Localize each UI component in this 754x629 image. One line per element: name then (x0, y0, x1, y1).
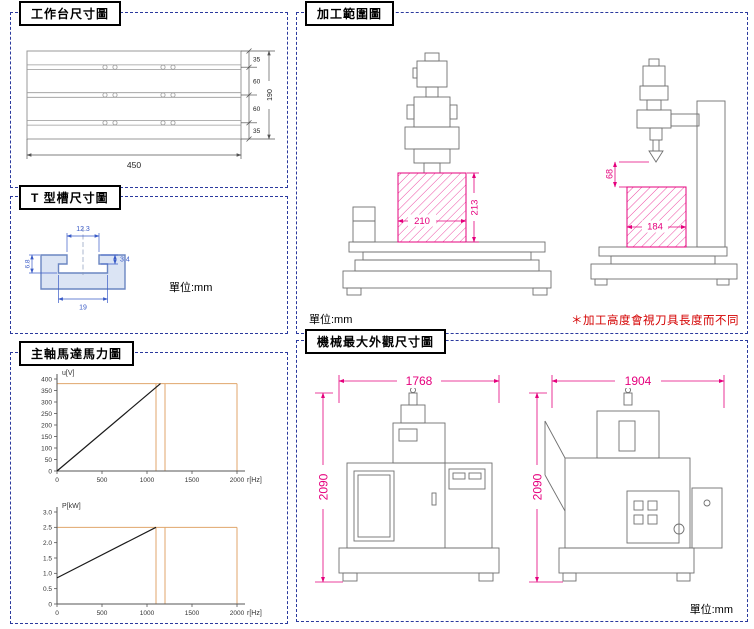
power-frequency-chart: 0 0.5 1.0 1.5 2.0 2.5 3.0 0 500 1000 1500 2000 P[kW]… (19, 498, 287, 629)
svg-text:0: 0 (55, 477, 59, 484)
svg-text:200: 200 (41, 422, 52, 429)
machine-outline-drawing: 1768 2090 (315, 374, 725, 583)
dim-total-label-bg (262, 81, 276, 109)
outline-unit-label: 單位:mm (689, 604, 733, 616)
svg-text:0: 0 (48, 601, 52, 608)
panel-machine-outline: 機械最大外觀尺寸圖 (296, 329, 748, 622)
svg-text:500: 500 (97, 610, 108, 617)
svg-text:u[V]: u[V] (62, 370, 75, 377)
svg-text:1.0: 1.0 (43, 571, 52, 578)
svg-text:150: 150 (41, 434, 52, 441)
front-workzone-area (397, 172, 467, 243)
dim-opening-width: 12.3 (76, 226, 90, 233)
dim-front-width: 210 (414, 216, 430, 227)
svg-text:1000: 1000 (140, 477, 155, 484)
side-workzone-area (626, 186, 687, 248)
svg-text:3.0: 3.0 (43, 509, 52, 516)
dim-outline-side-height: 2090 (531, 473, 545, 500)
svg-text:100: 100 (41, 445, 52, 452)
worktable-panel-title: 工作台尺寸圖 (19, 1, 122, 26)
dim-tool-gap: 68 (605, 169, 615, 179)
svg-text:1000: 1000 (140, 610, 155, 617)
tslot-unit-label: 單位:mm (169, 282, 213, 294)
panel-machining-range: 加工範圍圖 (296, 1, 748, 334)
svg-text:1500: 1500 (185, 610, 200, 617)
svg-text:250: 250 (41, 411, 52, 418)
svg-text:r[Hz]: r[Hz] (247, 610, 262, 617)
worktable-drawing: 35 60 60 35 190 450 (26, 48, 276, 170)
svg-text:1500: 1500 (185, 477, 200, 484)
dim-total-height: 190 (267, 89, 274, 101)
voltage-frequency-chart: 0 50 100 150 200 250 300 350 400 0 500 1000 1500 2000… (19, 365, 287, 496)
dim-seg1: 35 (253, 56, 261, 63)
dim-outline-front-height: 2090 (317, 473, 331, 500)
svg-text:0: 0 (48, 468, 52, 475)
outline-side-view (544, 386, 723, 582)
range-panel-title: 加工範圍圖 (305, 1, 395, 26)
dim-seg4: 35 (253, 128, 261, 135)
dim-front-height: 213 (470, 200, 481, 216)
panel-worktable: 工作台尺寸圖 (10, 1, 288, 188)
machining-range-drawing: 210 213 (342, 52, 738, 296)
svg-text:400: 400 (41, 376, 52, 383)
outline-front-view (338, 386, 500, 582)
dim-lip-depth: 3.4 (120, 257, 130, 264)
side-view-machine (590, 58, 738, 286)
svg-text:2.0: 2.0 (43, 540, 52, 547)
svg-text:1.5: 1.5 (43, 555, 52, 562)
dim-side-width: 184 (647, 222, 663, 233)
svg-text:300: 300 (41, 399, 52, 406)
front-view-machine (342, 52, 552, 296)
outline-front-dimensions: 1768 2090 (315, 374, 500, 583)
motor-panel-title: 主軸馬達馬力圖 (19, 341, 135, 366)
svg-text:50: 50 (45, 457, 53, 464)
tslot-dimensions (29, 233, 118, 303)
tool-length-note: ＊加工高度會視刀具長度而不同 (571, 315, 739, 327)
dim-outline-front-width: 1768 (406, 374, 433, 388)
svg-text:500: 500 (97, 477, 108, 484)
dim-bottom-width: 19 (79, 305, 87, 312)
dim-slot-depth: 6.8 (25, 259, 32, 268)
svg-text:2.5: 2.5 (43, 525, 52, 532)
side-view-workzone: 184 68 (605, 161, 687, 248)
worktable-top-view (26, 50, 242, 140)
dim-table-width: 450 (127, 160, 141, 170)
panel-tslot: T 型槽尺寸圖 12.3 3.4 6.8 19 單位:mm (10, 185, 288, 334)
dim-seg3: 60 (253, 106, 261, 113)
svg-text:r[Hz]: r[Hz] (247, 477, 262, 484)
svg-text:0.5: 0.5 (43, 586, 52, 593)
bolt-holes (102, 64, 176, 126)
svg-text:2000: 2000 (230, 610, 245, 617)
svg-text:0: 0 (55, 610, 59, 617)
tslot-panel-title: T 型槽尺寸圖 (19, 185, 121, 210)
t-slot-lines (27, 64, 241, 126)
front-view-workzone: 210 213 (397, 172, 481, 243)
tslot-drawing: 12.3 3.4 6.8 19 (25, 226, 130, 312)
panel-motor-power: 主軸馬達馬力圖 0 50 100 150 200 250 300 350 400 0 500 1000… (10, 341, 288, 624)
svg-text:P[kW]: P[kW] (62, 503, 81, 510)
outline-panel-title: 機械最大外觀尺寸圖 (305, 329, 447, 354)
svg-text:350: 350 (41, 388, 52, 395)
dim-outline-side-width: 1904 (625, 374, 652, 388)
dim-seg2: 60 (253, 78, 261, 85)
range-unit-label: 單位:mm (309, 314, 353, 326)
outline-side-dimensions: 1904 2090 (529, 374, 725, 583)
svg-text:2000: 2000 (230, 477, 245, 484)
